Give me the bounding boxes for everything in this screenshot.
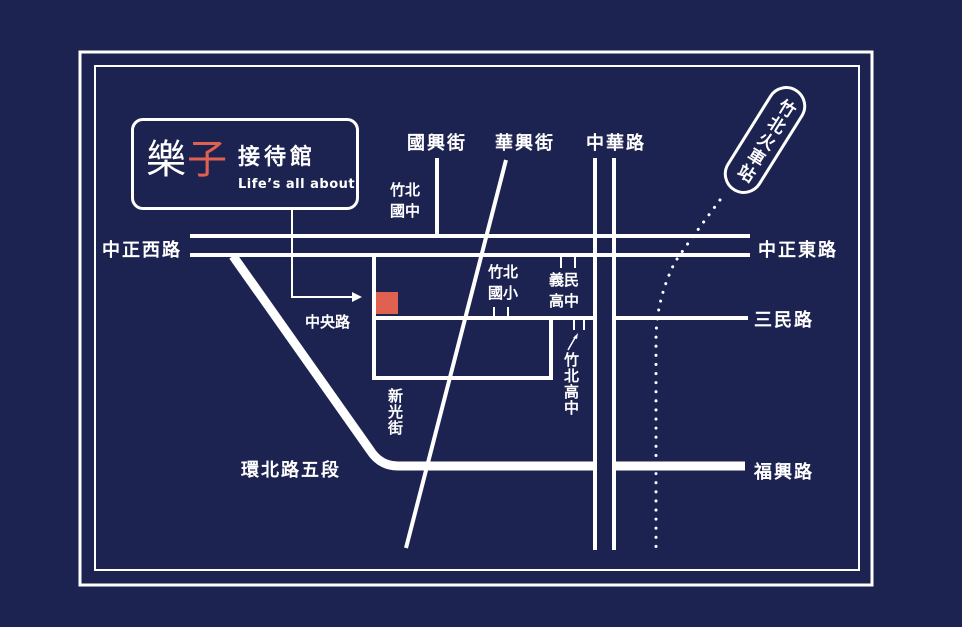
road-label-sanmin: 三民路 — [754, 310, 814, 331]
road-label-guoxing: 國興街 — [407, 133, 467, 154]
logo-badge: 樂子 接待館 Life’s all about — [131, 118, 359, 210]
school-label-zhubei-jh: 竹北國中 — [390, 181, 421, 220]
logo-zi-char: 子 — [187, 137, 228, 183]
logo-main-char: 樂 — [146, 137, 187, 183]
road-label-xinguang: 新光街 — [386, 388, 404, 436]
logo-subtitle: Life’s all about — [238, 177, 356, 192]
guide-arrow-head — [352, 292, 362, 302]
inner-frame — [94, 65, 860, 571]
road-label-fuxing: 福興路 — [754, 462, 814, 483]
logo-mark: 樂子 — [146, 127, 228, 185]
railway-line — [654, 198, 722, 552]
road-label-huaxing: 華興街 — [495, 133, 555, 154]
huanbei-road — [229, 253, 595, 471]
huaxing-street — [404, 159, 508, 549]
outer-frame — [78, 50, 874, 587]
guide-arrow-line — [291, 205, 355, 298]
school-label-zhubei-hs: 竹北高中 — [562, 352, 580, 416]
location-marker — [376, 292, 398, 314]
block-loop-road — [372, 255, 553, 380]
road-label-zhongzheng-west: 中正西路 — [102, 240, 182, 261]
hs-pointer-arrow-head — [573, 333, 578, 339]
logo-title: 接待館 — [238, 145, 317, 170]
road-label-zhonghua: 中華路 — [586, 133, 646, 154]
road-label-huanbei: 環北路五段 — [241, 460, 341, 481]
road-network — [190, 158, 750, 552]
school-label-zhubei-es: 竹北國小 — [488, 263, 519, 302]
road-label-zhongyang: 中央路 — [305, 313, 351, 331]
road-label-zhongzheng-east: 中正東路 — [758, 240, 838, 261]
school-label-yimin-hs: 義民高中 — [549, 271, 580, 310]
